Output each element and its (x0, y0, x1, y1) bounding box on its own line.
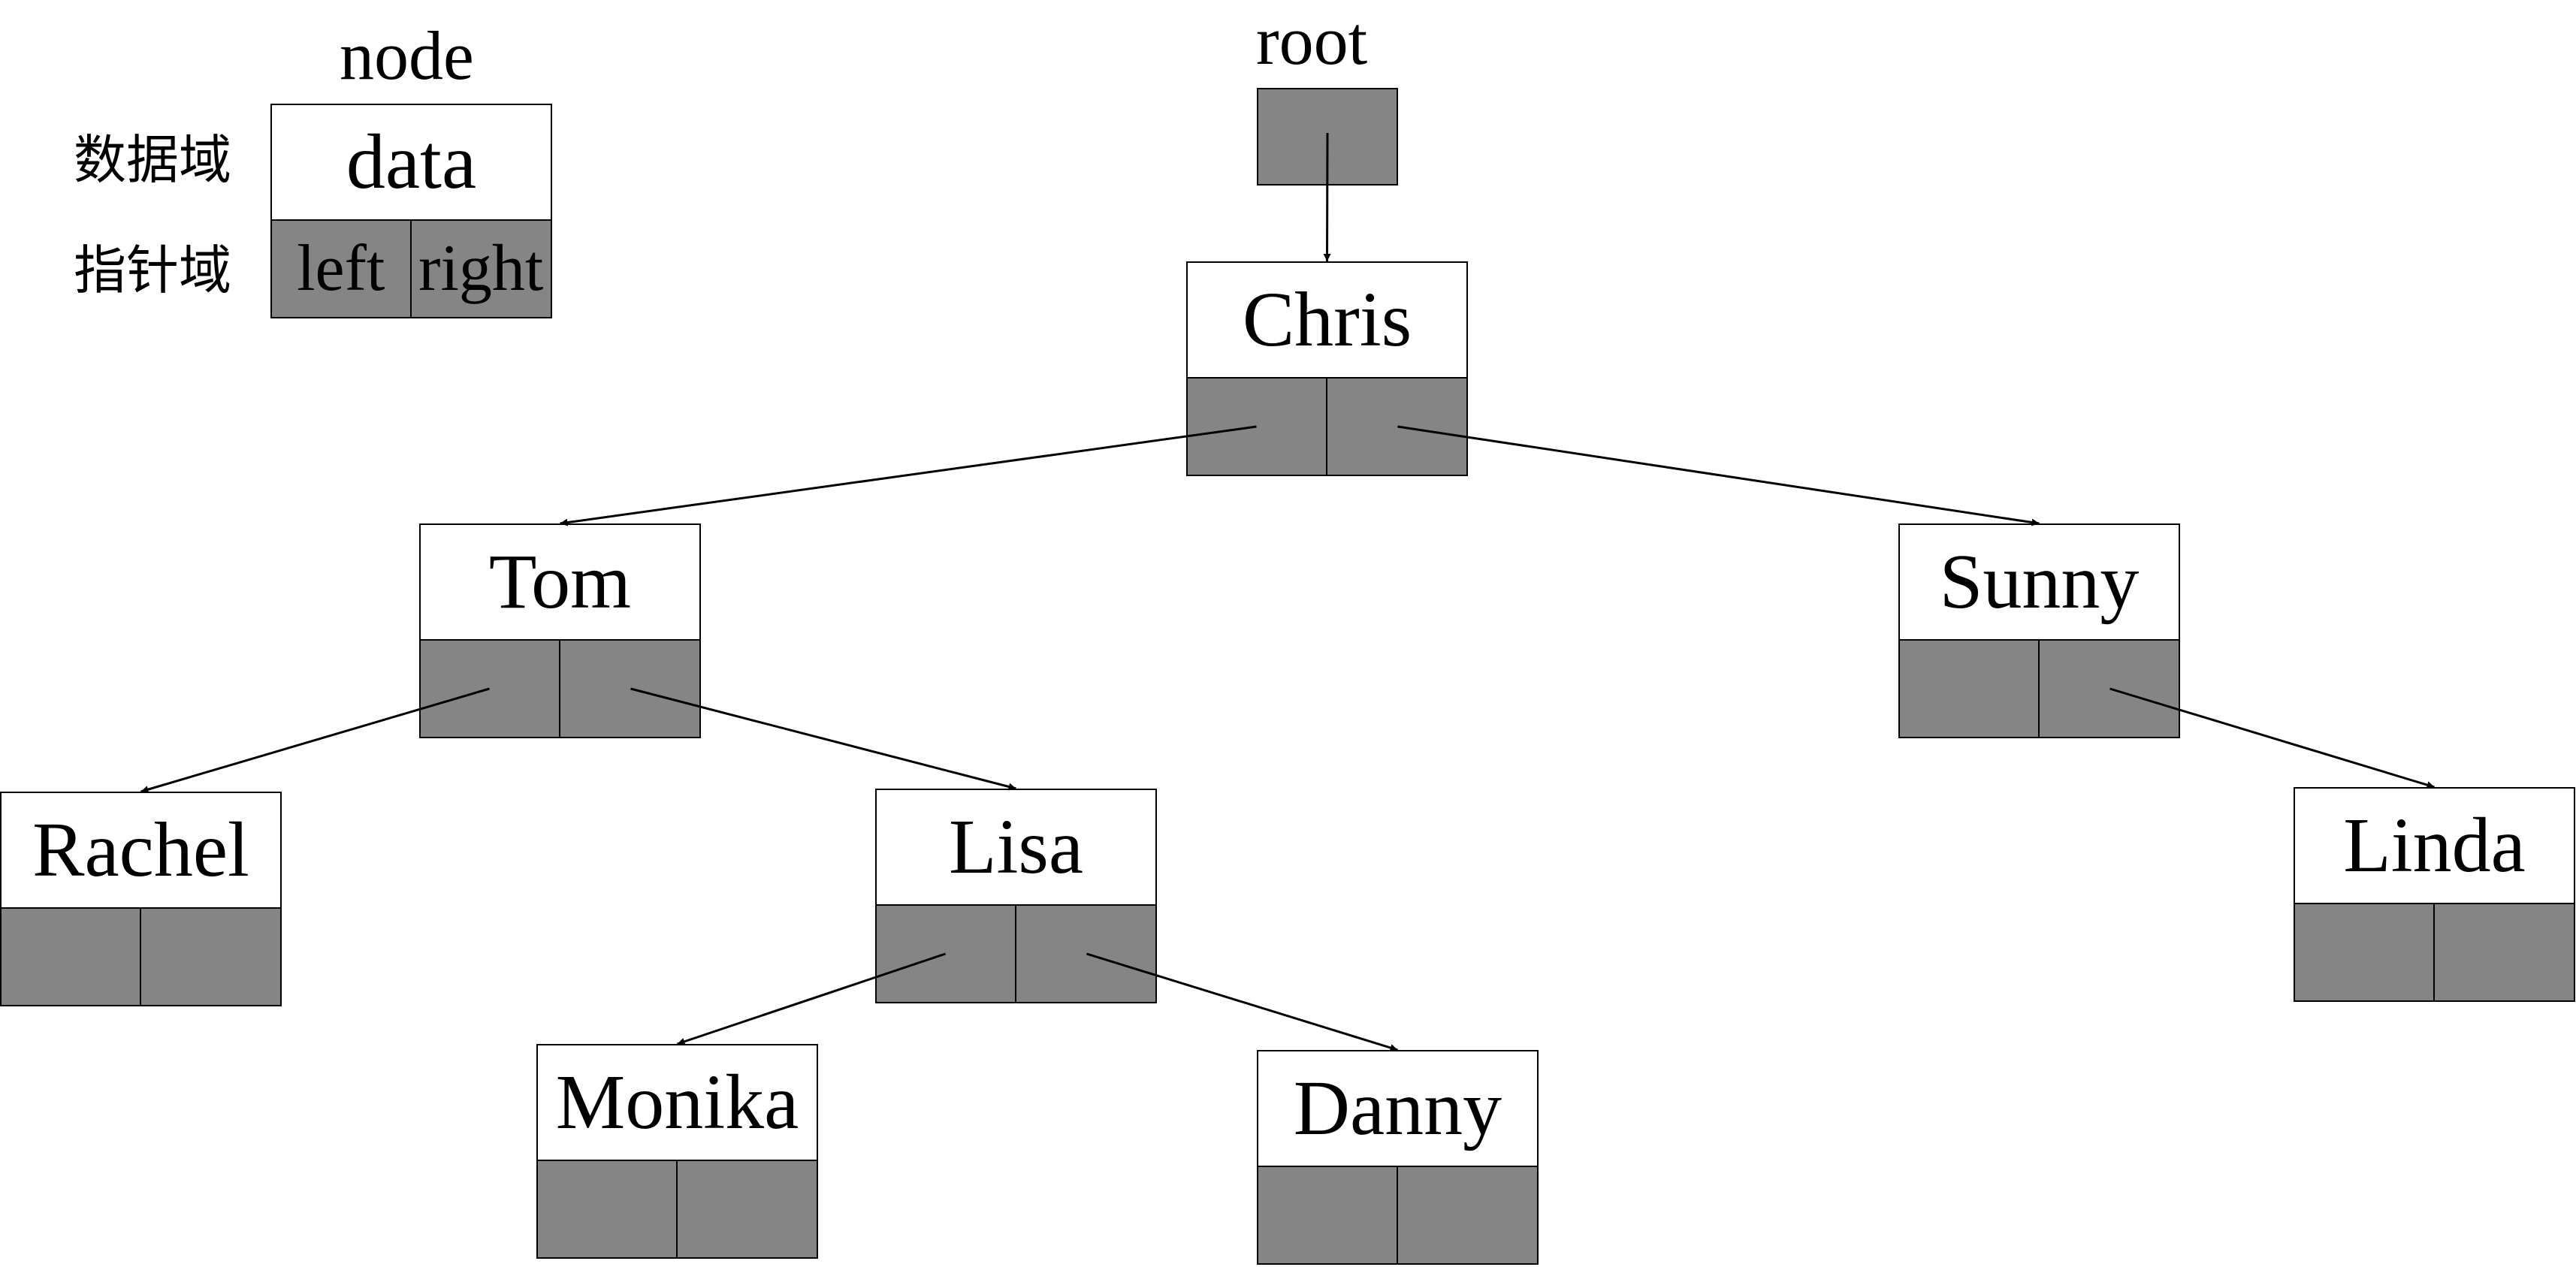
node-data: Chris (1188, 263, 1466, 379)
node-data: Linda (2295, 789, 2574, 904)
arrow-tom-to-rachel (140, 687, 490, 793)
arrow-lisa-to-monika (677, 952, 946, 1045)
left-pointer (877, 906, 1016, 1002)
tree-node-lisa: Lisa (875, 789, 1157, 1003)
left-pointer (2, 909, 141, 1005)
tree-node-rachel: Rachel (0, 792, 282, 1006)
tree-node-sunny: Sunny (1898, 523, 2180, 738)
arrow-chris-to-sunny (1397, 425, 2040, 526)
tree-node-danny: Danny (1257, 1050, 1539, 1265)
root-label: root (1256, 2, 1368, 79)
legend-node: data left right (270, 104, 552, 318)
arrow-sunny-to-linda (2109, 687, 2435, 789)
legend-right-pointer: right (411, 221, 551, 317)
left-pointer (1258, 1167, 1398, 1263)
right-pointer (560, 641, 699, 737)
right-pointer (2039, 641, 2179, 737)
right-pointer (140, 909, 280, 1005)
left-pointer (1900, 641, 2040, 737)
right-pointer (677, 1161, 817, 1257)
legend-title: node (340, 17, 474, 94)
pointer-field-label: 指针域 (74, 240, 231, 301)
right-pointer (2434, 904, 2574, 1000)
left-pointer (2295, 904, 2435, 1000)
arrow-chris-to-tom (560, 425, 1257, 526)
tree-node-tom: Tom (419, 523, 701, 738)
tree-node-chris: Chris (1186, 261, 1468, 476)
node-data: Sunny (1900, 525, 2179, 641)
right-pointer (1016, 906, 1155, 1002)
node-data: Lisa (877, 790, 1155, 906)
arrow-root-to-chris (1323, 132, 1331, 262)
tree-node-linda: Linda (2294, 787, 2575, 1002)
legend-left-pointer: left (272, 221, 412, 317)
left-pointer (421, 641, 560, 737)
node-data: Monika (538, 1045, 817, 1161)
left-pointer (538, 1161, 678, 1257)
node-data: Tom (421, 525, 699, 641)
tree-node-monika: Monika (536, 1044, 818, 1259)
node-data: Danny (1258, 1051, 1537, 1167)
arrow-tom-to-lisa (630, 687, 1016, 791)
data-field-label: 数据域 (74, 129, 231, 191)
legend-data-field: data (272, 105, 551, 221)
node-data: Rachel (2, 793, 280, 909)
right-pointer (1327, 379, 1466, 475)
right-pointer (1397, 1167, 1537, 1263)
arrow-lisa-to-danny (1086, 952, 1398, 1051)
left-pointer (1188, 379, 1327, 475)
